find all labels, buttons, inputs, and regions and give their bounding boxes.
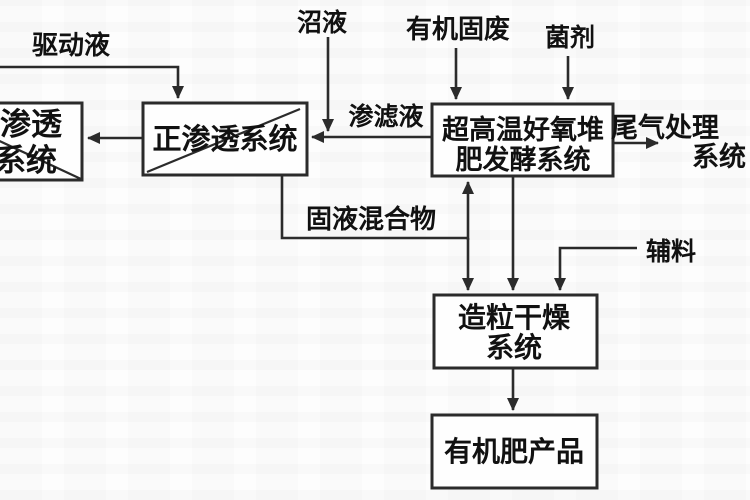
edge-auxiliary-arrow — [554, 246, 637, 291]
box-compost-system-line2: 肥发酵系统 — [456, 144, 591, 175]
box-granulation-system: 造粒干燥 系统 — [432, 293, 599, 370]
box-left-osmosis-line1: 渗透 — [0, 107, 62, 142]
box-left-osmosis: 渗透 系统 — [0, 101, 84, 182]
box-left-osmosis-strikethrough — [0, 140, 82, 180]
label-bacteria-agent: 菌剂 — [545, 23, 595, 52]
edge-mixture-path — [280, 176, 468, 240]
box-forward-osmosis-label: 正渗透系统 — [152, 122, 297, 156]
box-forward-osmosis: 正渗透系统 — [141, 101, 309, 177]
box-granulation-system-line2: 系统 — [486, 331, 542, 363]
label-organic-solid-waste: 有机固废 — [406, 14, 510, 44]
box-compost-system: 超高温好氧堆 肥发酵系统 — [430, 102, 615, 178]
box-product: 有机肥产品 — [430, 413, 599, 490]
box-product-rect — [430, 413, 599, 490]
box-left-osmosis-rect — [0, 101, 84, 182]
box-compost-system-line1: 超高温好氧堆 — [442, 114, 604, 145]
label-tailgas-line2: 系统 — [692, 141, 746, 172]
label-auxiliary-material: 辅料 — [646, 238, 696, 266]
box-granulation-system-rect — [432, 293, 599, 370]
label-biogas-slurry: 沼液 — [297, 8, 347, 37]
label-driving-liquid: 驱动液 — [32, 30, 110, 60]
box-compost-system-rect — [430, 102, 615, 178]
edge-driving-liquid-arrow — [0, 65, 184, 99]
box-left-osmosis-line2: 系统 — [0, 143, 57, 178]
label-tailgas-line1: 尾气处理 — [611, 113, 719, 143]
box-product-label: 有机肥产品 — [444, 436, 584, 467]
label-leachate: 渗滤液 — [348, 102, 423, 131]
label-solid-liquid-mixture: 固液混合物 — [306, 204, 436, 234]
box-forward-osmosis-strikethrough — [146, 107, 301, 174]
box-granulation-system-line1: 造粒干燥 — [458, 302, 571, 333]
